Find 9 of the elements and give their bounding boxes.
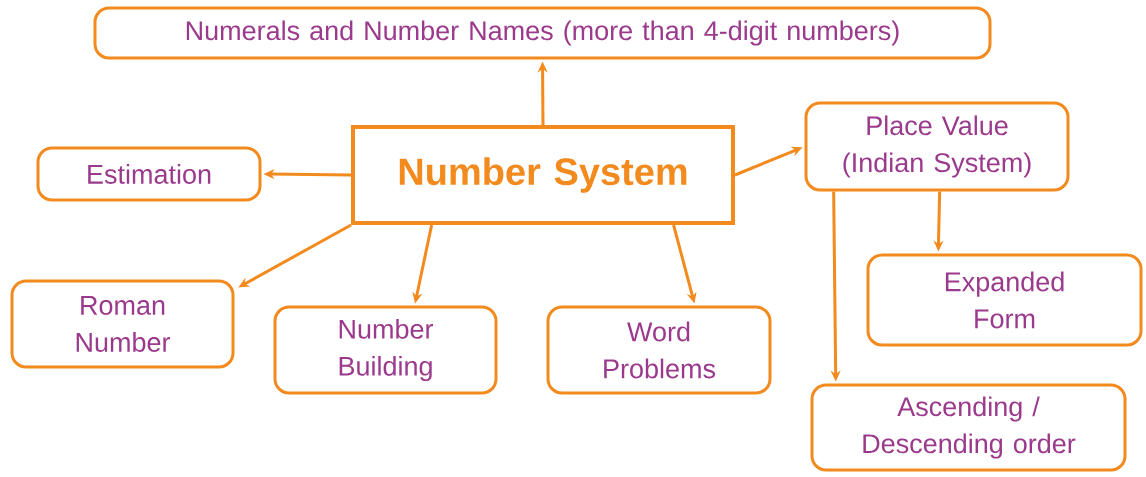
topic-box: Estimation bbox=[36, 146, 262, 202]
topic-box: Word Problems bbox=[546, 305, 772, 395]
topic-box: Numerals and Number Names (more than 4-digit numbers) bbox=[93, 6, 992, 60]
topic-box: Ascending / Descending order bbox=[810, 383, 1127, 472]
title-box: Number System bbox=[351, 125, 735, 225]
topic-box: Expanded Form bbox=[866, 253, 1143, 347]
topic-box: Place Value (Indian System) bbox=[804, 101, 1070, 192]
topic-box: Number Building bbox=[273, 305, 498, 395]
topic-box: Roman Number bbox=[10, 279, 235, 369]
